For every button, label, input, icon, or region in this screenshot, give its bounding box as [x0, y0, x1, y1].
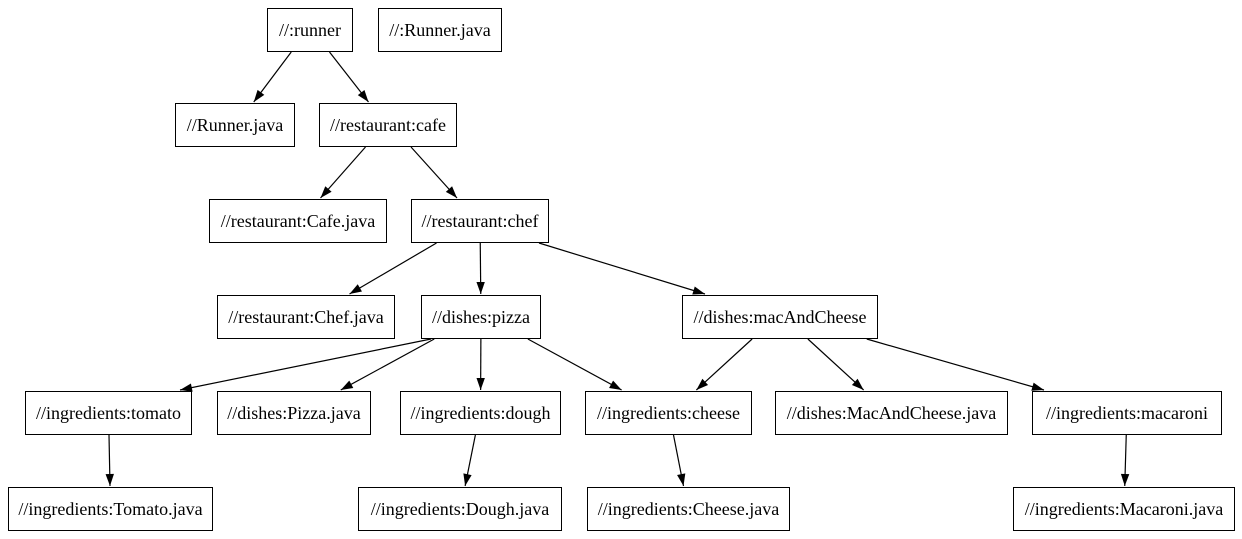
graph-node-label: //dishes:pizza: [432, 306, 530, 327]
graph-node-label: //ingredients:cheese: [597, 402, 740, 423]
graph-node-runner-java-root: //:Runner.java: [378, 8, 502, 52]
graph-node-label: //ingredients:tomato: [36, 402, 181, 423]
graph-node-label: //ingredients:macaroni: [1046, 402, 1208, 423]
graph-node-macaroni: //ingredients:macaroni: [1032, 391, 1222, 435]
graph-edge-mac-and-cheese-to-cheese: [695, 338, 753, 391]
graph-node-tomato: //ingredients:tomato: [25, 391, 192, 435]
graph-edge-chef-to-chef-java: [349, 242, 437, 295]
graph-node-label: //restaurant:chef: [421, 210, 539, 231]
graph-node-label: //restaurant:Cafe.java: [220, 210, 376, 231]
graph-node-label: //Runner.java: [186, 114, 284, 135]
graph-edge-macaroni-to-macaroni-java: [1120, 434, 1130, 487]
graph-edge-tomato-to-tomato-java: [105, 434, 114, 487]
graph-node-dough-java: //ingredients:Dough.java: [358, 487, 562, 531]
graph-node-label: //ingredients:Macaroni.java: [1024, 498, 1224, 519]
graph-node-dough: //ingredients:dough: [400, 391, 561, 435]
graph-node-pizza-java: //dishes:Pizza.java: [217, 391, 371, 435]
graph-node-chef: //restaurant:chef: [411, 199, 549, 243]
graph-edge-cafe-to-chef: [410, 146, 458, 199]
graph-node-pizza: //dishes:pizza: [421, 295, 541, 339]
graph-edge-pizza-to-cheese: [527, 338, 622, 391]
graph-node-label: //dishes:Pizza.java: [227, 402, 361, 423]
graph-edge-mac-and-cheese-to-macaroni: [866, 338, 1045, 391]
graph-node-label: //restaurant:cafe: [330, 114, 446, 135]
graph-edge-cheese-to-cheese-java: [672, 434, 686, 487]
graph-edge-chef-to-mac-and-cheese: [538, 242, 706, 295]
graph-node-runner-java: //Runner.java: [175, 103, 295, 147]
graph-node-label: //ingredients:dough: [410, 402, 551, 423]
graph-node-label: //dishes:MacAndCheese.java: [786, 402, 997, 423]
graph-node-label: //ingredients:Dough.java: [370, 498, 550, 519]
graph-node-runner: //:runner: [267, 8, 353, 52]
graph-node-cheese: //ingredients:cheese: [585, 391, 752, 435]
graph-edge-chef-to-pizza: [476, 242, 485, 295]
graph-node-chef-java: //restaurant:Chef.java: [217, 295, 395, 339]
graph-edge-cafe-to-cafe-java: [320, 146, 366, 199]
graph-node-tomato-java: //ingredients:Tomato.java: [8, 487, 213, 531]
graph-edge-pizza-to-pizza-java: [340, 338, 435, 391]
graph-edge-dough-to-dough-java: [463, 434, 476, 487]
graph-node-label: //:Runner.java: [389, 19, 491, 40]
graph-node-cafe-java: //restaurant:Cafe.java: [209, 199, 387, 243]
graph-node-macaroni-java: //ingredients:Macaroni.java: [1013, 487, 1235, 531]
graph-node-label: //:runner: [279, 19, 341, 40]
graph-node-label: //ingredients:Cheese.java: [597, 498, 780, 519]
graph-node-mac-and-cheese: //dishes:macAndCheese: [682, 295, 878, 339]
graph-edge-runner-to-cafe: [329, 51, 369, 103]
graph-edge-pizza-to-tomato: [179, 338, 432, 392]
graph-node-cheese-java: //ingredients:Cheese.java: [587, 487, 790, 531]
graph-node-cafe: //restaurant:cafe: [319, 103, 457, 147]
graph-node-label: //ingredients:Tomato.java: [18, 498, 203, 519]
graph-node-label: //restaurant:Chef.java: [228, 306, 384, 327]
graph-edge-runner-to-runner-java: [253, 51, 292, 103]
graph-edge-mac-and-cheese-to-mac-and-cheese-java: [807, 338, 865, 391]
graph-node-mac-and-cheese-java: //dishes:MacAndCheese.java: [775, 391, 1008, 435]
graph-node-label: //dishes:macAndCheese: [693, 306, 867, 327]
